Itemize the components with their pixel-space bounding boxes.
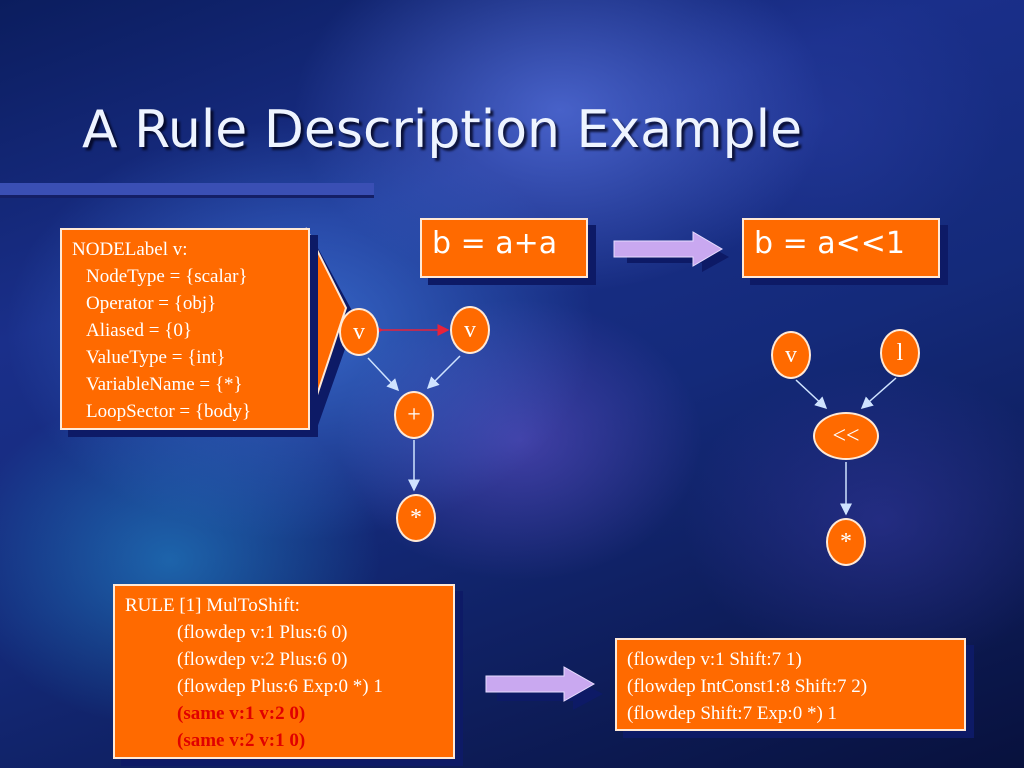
slide-title: A Rule Description Example <box>82 100 803 160</box>
rule-box: RULE [1] MulToShift: (flowdep v:1 Plus:6… <box>113 584 455 759</box>
rule-same-line: (same v:1 v:2 0) <box>177 703 306 724</box>
variable-name-line: VariableName = {*} <box>86 374 243 395</box>
rule-line: (flowdep v:1 Plus:6 0) <box>177 622 348 643</box>
transform-arrow-bottom <box>485 666 603 710</box>
node-label-box: NODELabel v: NodeType = {scalar} Operato… <box>60 228 310 430</box>
before-expression-box: b = a+a <box>420 218 588 278</box>
graph-node-v: v <box>771 331 811 379</box>
result-line: (flowdep IntConst1:8 Shift:7 2) <box>627 676 868 697</box>
rule-same-line: (same v:2 v:1 0) <box>177 730 306 751</box>
graph-node-v2: v <box>450 306 490 354</box>
graph-node-plus: + <box>394 391 434 439</box>
value-type-line: ValueType = {int} <box>86 347 226 368</box>
result-box: (flowdep v:1 Shift:7 1) (flowdep IntCons… <box>615 638 966 731</box>
title-underline <box>0 183 374 195</box>
node-label-header: NODELabel v: <box>72 239 188 260</box>
edge-v1-plus <box>367 357 400 392</box>
edge-v-shift <box>795 379 828 410</box>
loop-sector-line: LoopSector = {body} <box>86 401 252 422</box>
after-expression-box: b = a<<1 <box>742 218 940 278</box>
graph-node-mul-after: * <box>826 518 866 566</box>
node-type-line: NodeType = {scalar} <box>86 266 248 287</box>
graph-node-v1: v <box>339 308 379 356</box>
result-line: (flowdep Shift:7 Exp:0 *) 1 <box>627 703 838 724</box>
edge-v2-plus <box>426 355 461 390</box>
rule-line: (flowdep v:2 Plus:6 0) <box>177 649 348 670</box>
graph-node-one: l <box>880 329 920 377</box>
edge-one-shift <box>860 377 897 409</box>
rule-line: (flowdep Plus:6 Exp:0 *) 1 <box>177 676 383 697</box>
result-line: (flowdep v:1 Shift:7 1) <box>627 649 802 670</box>
rule-header: RULE [1] MulToShift: <box>125 595 300 616</box>
graph-node-shift: << <box>813 412 879 460</box>
operator-line: Operator = {obj} <box>86 293 217 314</box>
aliased-line: Aliased = {0} <box>86 320 192 341</box>
transform-arrow-top <box>613 231 729 272</box>
graph-node-mul: * <box>396 494 436 542</box>
